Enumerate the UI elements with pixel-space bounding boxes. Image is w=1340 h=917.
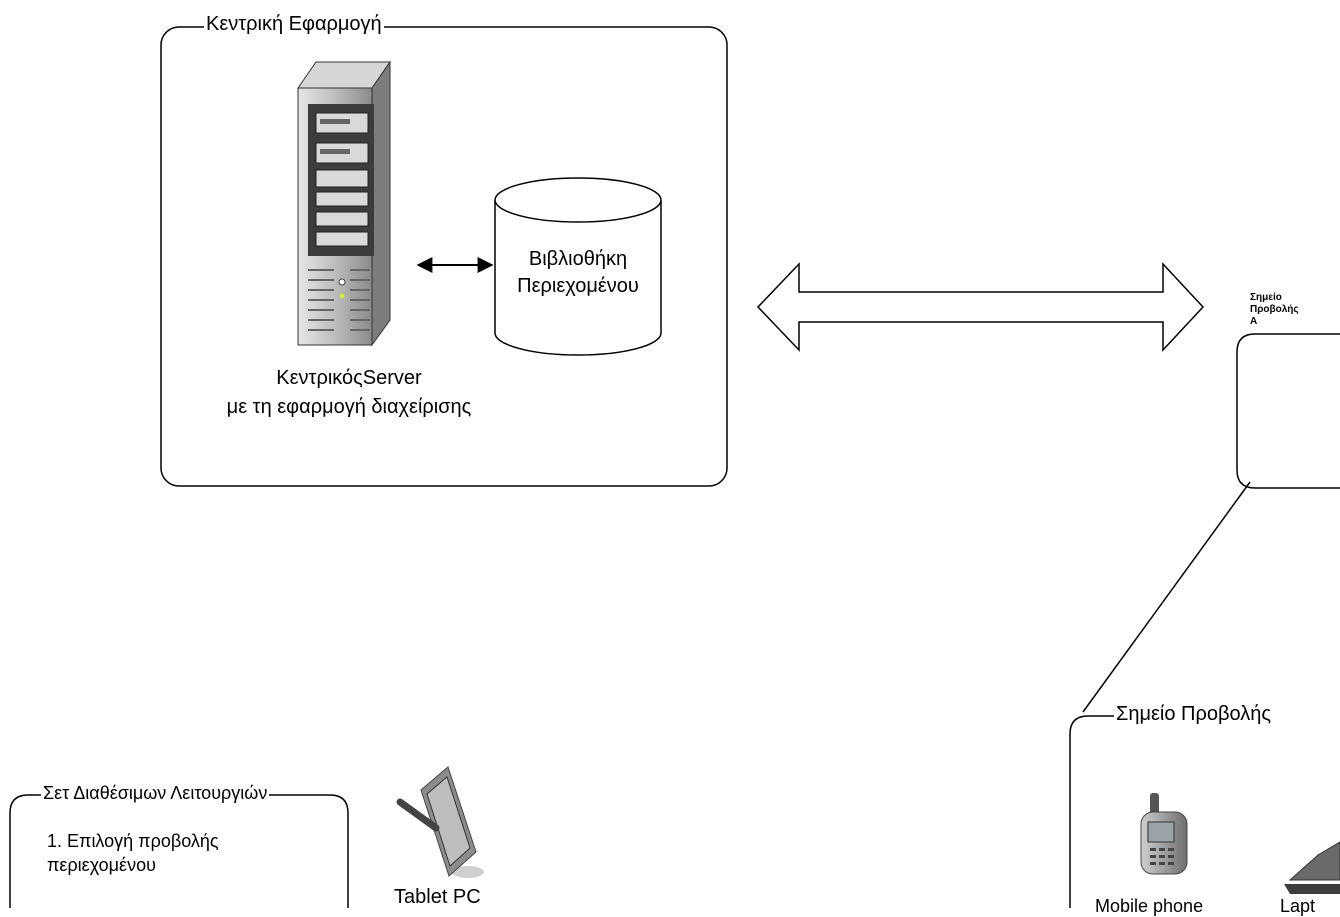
content-library-label-line1: Βιβλιοθήκη xyxy=(528,248,628,270)
feature-item-1-line2: περιεχομένου xyxy=(47,855,156,875)
feature-item-1-line1: 1. Επιλογή προβολής xyxy=(47,831,219,851)
server-icon xyxy=(297,60,391,347)
tablet-pc-icon xyxy=(396,766,484,878)
tablet-pc-label: Tablet PC xyxy=(394,886,481,908)
central-server-label: ΚεντρικόςServer με τη εφαρμογή διαχείρισ… xyxy=(166,364,532,422)
central-app-group xyxy=(160,26,728,487)
central-app-title: Κεντρική Εφαρμογή xyxy=(204,13,384,36)
view-point-a-label-line2: Προβολής xyxy=(1250,304,1299,315)
view-point-a-label-line1: Σημείο xyxy=(1250,292,1282,303)
content-library-label: Βιβλιοθήκη Περιεχομένου xyxy=(516,246,640,300)
view-point-link-line xyxy=(1082,481,1251,713)
laptop-label: Lapt xyxy=(1280,896,1316,916)
view-point-a-label: Σημείο Προβολής Α xyxy=(1250,292,1340,328)
view-point-a-box xyxy=(1236,333,1340,489)
view-point-group-box xyxy=(1069,715,1340,908)
content-library-icon xyxy=(494,177,662,356)
mobile-phone-label: Mobile phone xyxy=(1095,896,1204,916)
view-point-group-title: Σημείο Προβολής xyxy=(1114,703,1340,726)
feature-item-1: 1. Επιλογή προβολής περιεχομένου xyxy=(47,829,219,877)
features-title: Σετ Διαθέσιμων Λειτουργιών xyxy=(41,783,270,804)
mobile-phone-icon xyxy=(1140,793,1188,875)
view-point-a-label-line3: Α xyxy=(1250,316,1258,327)
laptop-icon xyxy=(1284,841,1340,894)
content-library-label-line2: Περιεχομένου xyxy=(517,275,639,297)
central-server-label-line1: ΚεντρικόςServer xyxy=(276,367,422,389)
central-server-label-line2: με τη εφαρμογή διαχείρισης xyxy=(226,396,472,418)
data-exchange-arrow xyxy=(756,262,1205,352)
